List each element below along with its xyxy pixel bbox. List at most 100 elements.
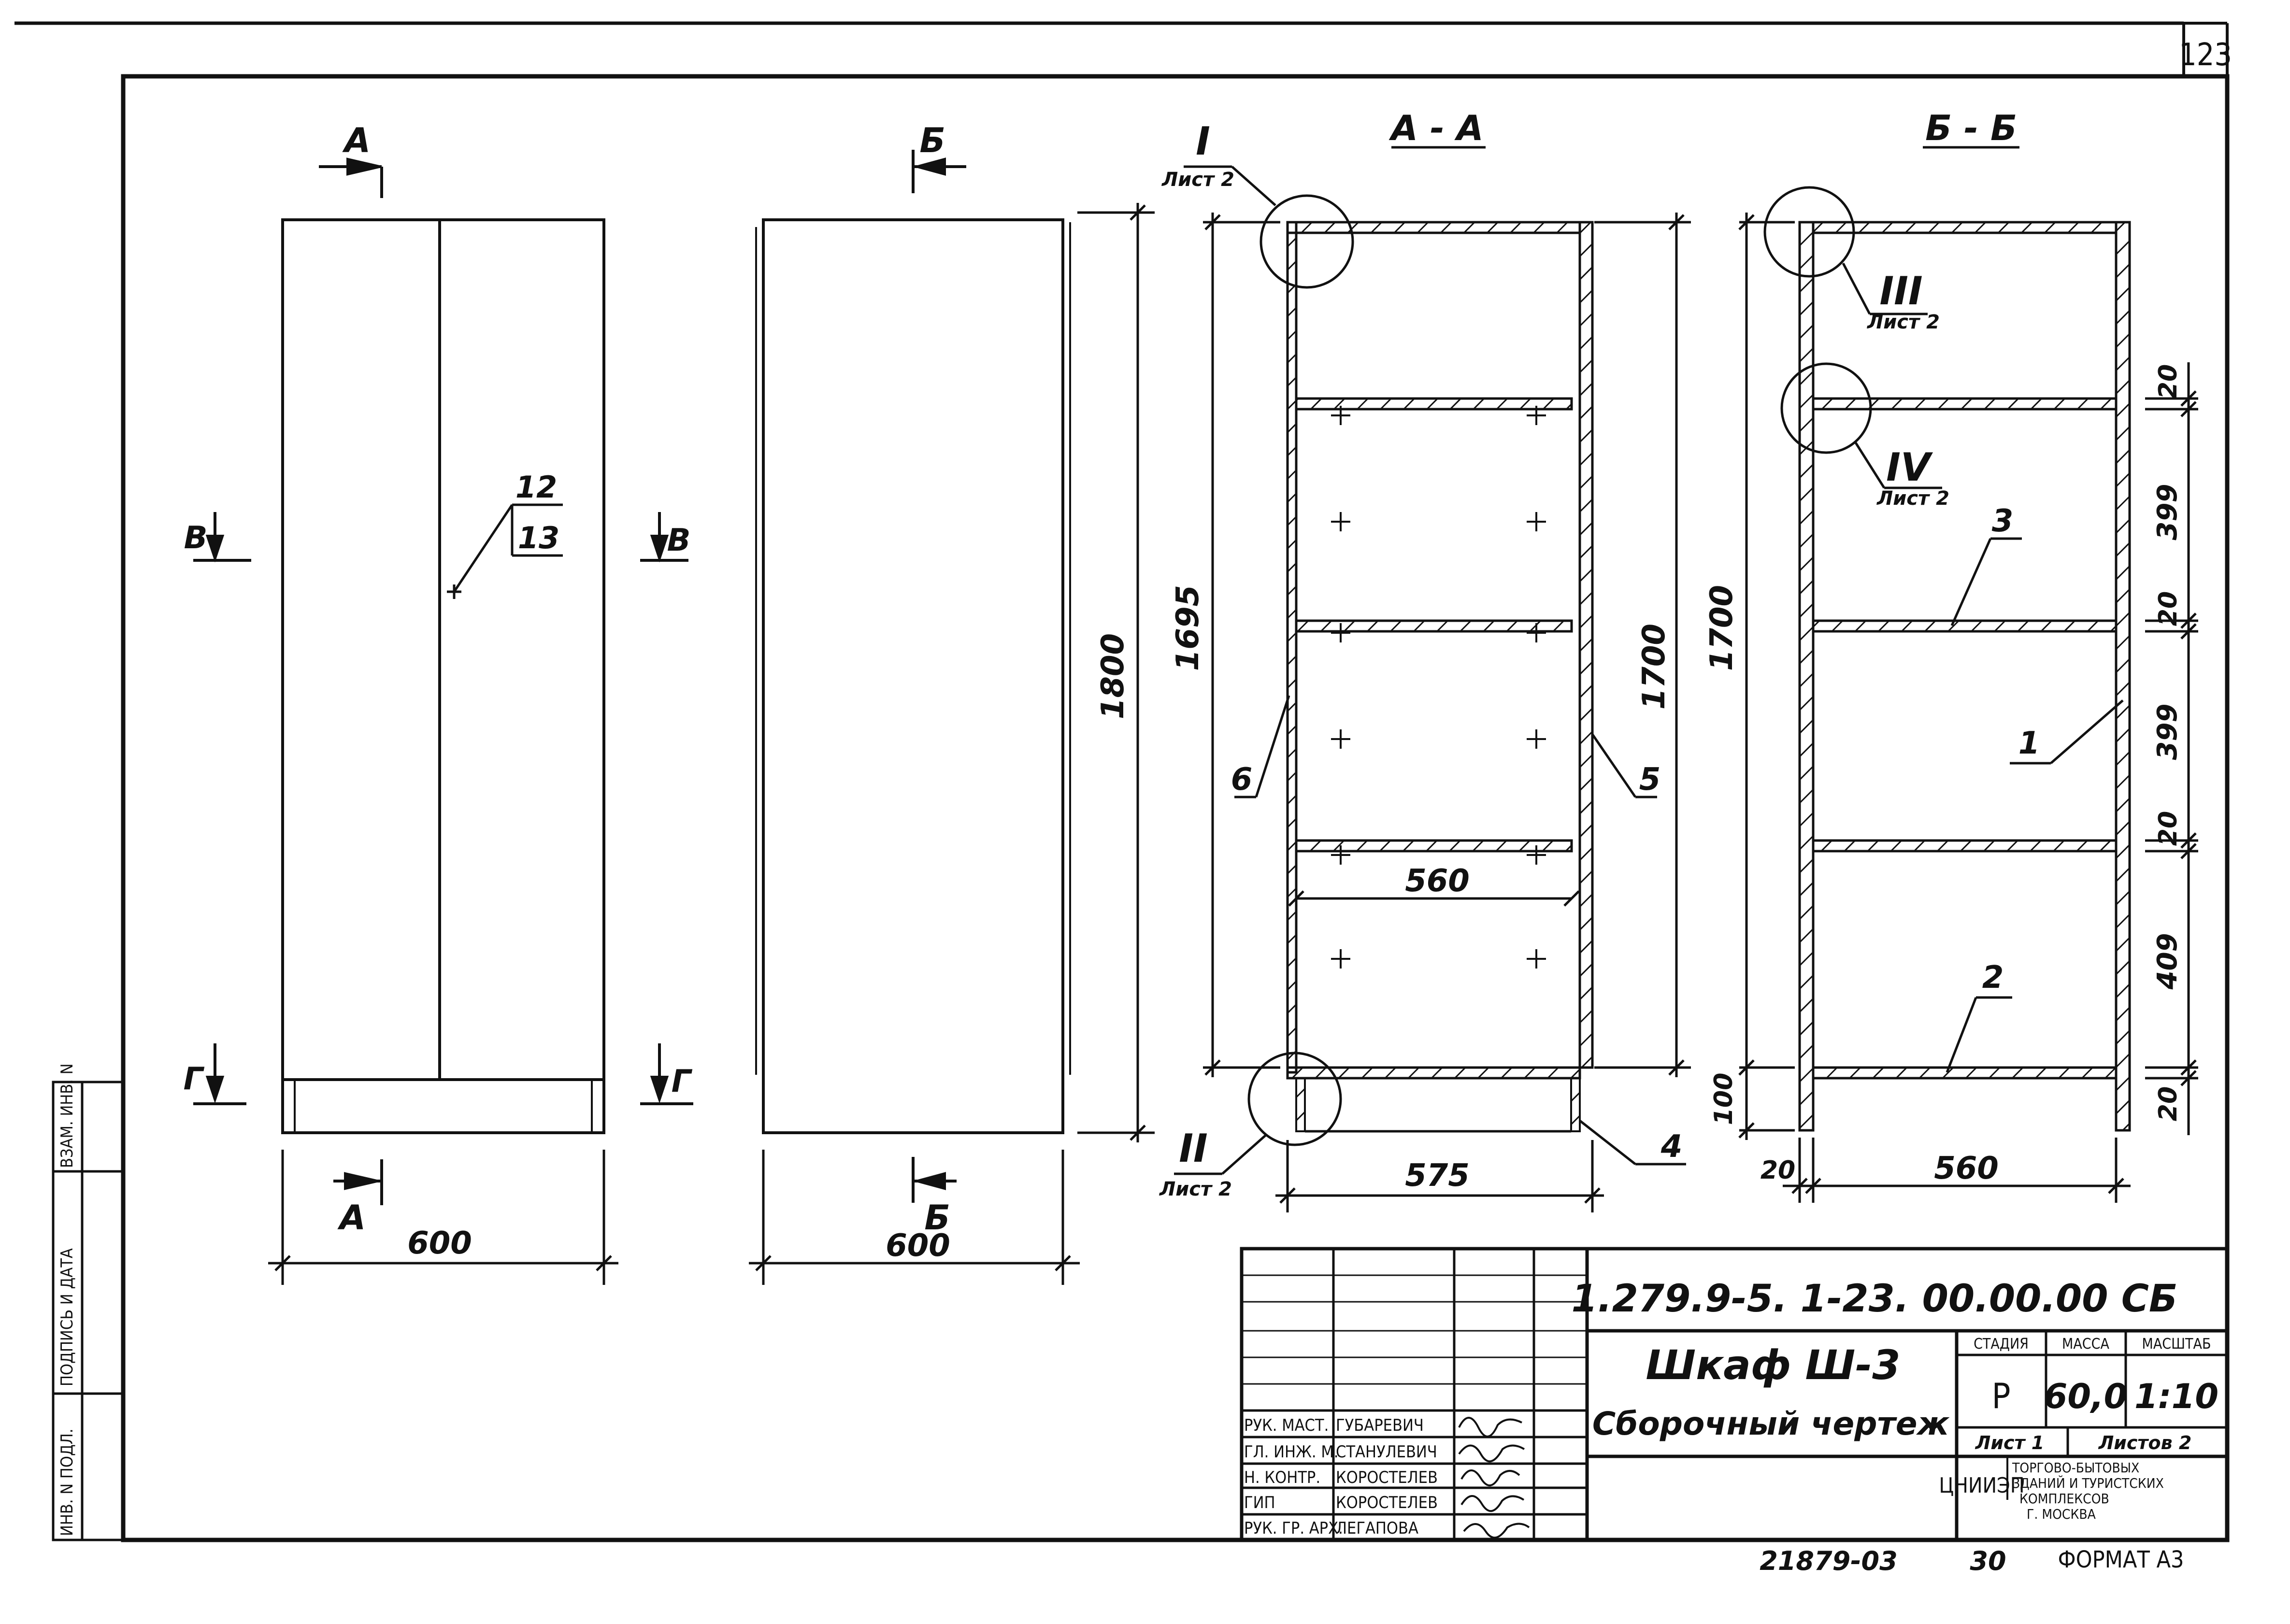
front-view: A A В В Г: [184, 121, 693, 1285]
left-margin-stamp: [52, 1081, 125, 1541]
doc-code: 1.279.9-5. 1-23. 00.00.00 СБ: [1572, 1277, 2178, 1321]
cut-marker-b-bottom: [912, 1157, 957, 1203]
drawing-name: Шкаф Ш-3: [1646, 1341, 1900, 1389]
cut-label-b-top: Б: [919, 121, 945, 160]
dim-bb-chain-0: 20: [2154, 364, 2183, 399]
dim-aa-left-value: 1695: [1170, 585, 1206, 671]
pos-label-5: 5: [1639, 762, 1661, 798]
cut-marker-g-left: [193, 1043, 246, 1105]
callout-circle-iii: [1763, 186, 1855, 278]
org-line-3: КОМПЛЕКСОВ: [2019, 1491, 2109, 1507]
cut-marker-a-top: [319, 157, 383, 198]
aa-plinth-left: [1295, 1077, 1306, 1132]
leader-12-13: [447, 503, 563, 599]
person-role-2: Н. КОНТР.: [1244, 1468, 1320, 1487]
person-name-3: КОРОСТЕЛЕВ: [1336, 1493, 1438, 1512]
bb-top-panel: [1812, 221, 2118, 234]
dim-aa-bottom-value: 575: [1405, 1158, 1470, 1194]
org-line-1: ТОРГОВО-БЫТОВЫХ: [2012, 1460, 2139, 1476]
stage-header: СТАДИЯ: [1974, 1336, 2029, 1353]
section-aa-title: A - A: [1388, 108, 1483, 148]
scale-header: МАСШТАБ: [2142, 1336, 2211, 1353]
callout-iii-sheet: Лист 2: [1867, 311, 1940, 333]
pos-label-6: 6: [1231, 762, 1253, 798]
dim-bb-chain-6: 20: [2154, 1086, 2183, 1121]
aa-shelf-2: [1295, 619, 1573, 633]
callout-circle-ii: [1247, 1052, 1342, 1146]
aa-shelf-3: [1295, 839, 1573, 853]
cut-label-b-bottom: Б: [924, 1198, 950, 1238]
margin-vzam-inv: ВЗАМ. ИНВ. N: [57, 1063, 77, 1168]
person-role-0: РУК. МАСТ.: [1244, 1416, 1329, 1435]
dim-bb-inner-value: 560: [1934, 1151, 1999, 1186]
title-block: [1240, 1247, 2229, 1542]
stage-value: Р: [1991, 1376, 2010, 1416]
dim-aa-bottom: [1275, 1140, 1604, 1212]
callout-iv-sheet: Лист 2: [1876, 487, 1949, 510]
pos-label-3: 3: [1992, 503, 2014, 539]
section-bb: Б - Б III Лист 2 IV Лист 2: [1704, 108, 2198, 1203]
cut-marker-v-right: [640, 512, 688, 563]
dim-bb-chain-1: 399: [2152, 484, 2183, 541]
dim-side-width-value: 600: [886, 1228, 950, 1264]
signatures: [1458, 1417, 1530, 1539]
callout-iii: III: [1879, 269, 1922, 313]
callout-circle-iv: [1780, 362, 1872, 454]
callout-circle-i: [1260, 194, 1354, 289]
side-view: Б Б 1800 600: [749, 121, 1155, 1285]
person-role-3: ГИП: [1244, 1493, 1275, 1512]
dim-bb-chain: [2145, 362, 2198, 1135]
aa-shelf-1: [1295, 397, 1573, 411]
dim-side-height-value: 1800: [1095, 633, 1131, 719]
cut-label-v-right: В: [667, 523, 691, 558]
dim-aa-right-value: 1700: [1636, 624, 1672, 710]
cut-marker-v-left: [193, 512, 251, 563]
aa-top-panel: [1286, 221, 1581, 234]
callout-iv: IV: [1886, 445, 1933, 490]
dim-side-height: [1077, 203, 1155, 1142]
pos-label-4: 4: [1660, 1129, 1683, 1165]
dim-bb-chain-5: 409: [2152, 933, 2183, 990]
aa-bottom-panel: [1286, 1066, 1581, 1080]
page-number: 30: [1970, 1546, 2006, 1576]
person-name-2: КОРОСТЕЛЕВ: [1336, 1468, 1438, 1487]
archive-number: 21879-03: [1760, 1546, 1897, 1576]
callout-i-sheet: Лист 2: [1161, 169, 1234, 191]
sheets-label: Листов 2: [2098, 1432, 2192, 1453]
bb-shelf-3: [1812, 839, 2118, 853]
callout-ii: II: [1179, 1126, 1208, 1171]
margin-inv-podl: ИНВ. N ПОДЛ.: [57, 1428, 77, 1536]
callout-ii-sheet: Лист 2: [1159, 1178, 1232, 1200]
dim-bb-height: [1738, 213, 1795, 1140]
bb-left-side: [1798, 221, 1815, 1132]
person-role-1: ГЛ. ИНЖ. М.: [1244, 1442, 1338, 1462]
sheet-number: 123: [2179, 37, 2232, 73]
scale-value: 1:10: [2134, 1377, 2218, 1416]
cut-label-g-right: Г: [672, 1064, 693, 1099]
dim-bb-plinth-value: 100: [1709, 1073, 1738, 1125]
cut-label-a-top: A: [342, 121, 371, 160]
dim-bb-chain-4: 20: [2154, 811, 2183, 846]
mass-header: МАССА: [2062, 1336, 2109, 1353]
cut-marker-g-right: [640, 1043, 693, 1105]
cut-label-v-left: В: [184, 520, 208, 556]
dim-front-width: [268, 1150, 618, 1285]
dim-front-width-value: 600: [407, 1225, 472, 1261]
format-label: ФОРМАТ А3: [2058, 1546, 2184, 1573]
bb-shelf-2: [1812, 619, 2118, 633]
aa-back-panel: [1578, 221, 1594, 1069]
bb-bottom-panel: [1812, 1066, 2118, 1080]
person-name-4: ЛЕГАПОВА: [1336, 1519, 1418, 1538]
section-bb-title: Б - Б: [1925, 108, 2017, 148]
pos-label-2: 2: [1982, 960, 2004, 996]
dim-bb-bottom: [1783, 1138, 2131, 1203]
front-door-frame: [281, 218, 605, 1134]
org-line-2: ЗДАНИЙ И ТУРИСТСКИХ: [2012, 1475, 2164, 1491]
person-name-1: СТАНУЛЕВИЧ: [1336, 1442, 1437, 1462]
aa-left-side: [1286, 221, 1298, 1074]
mass-value: 60,0: [2044, 1377, 2128, 1416]
dim-aa-shelf-value: 560: [1405, 863, 1470, 899]
cut-label-a-bottom: A: [337, 1198, 366, 1238]
dim-aa-left: [1203, 213, 1280, 1077]
